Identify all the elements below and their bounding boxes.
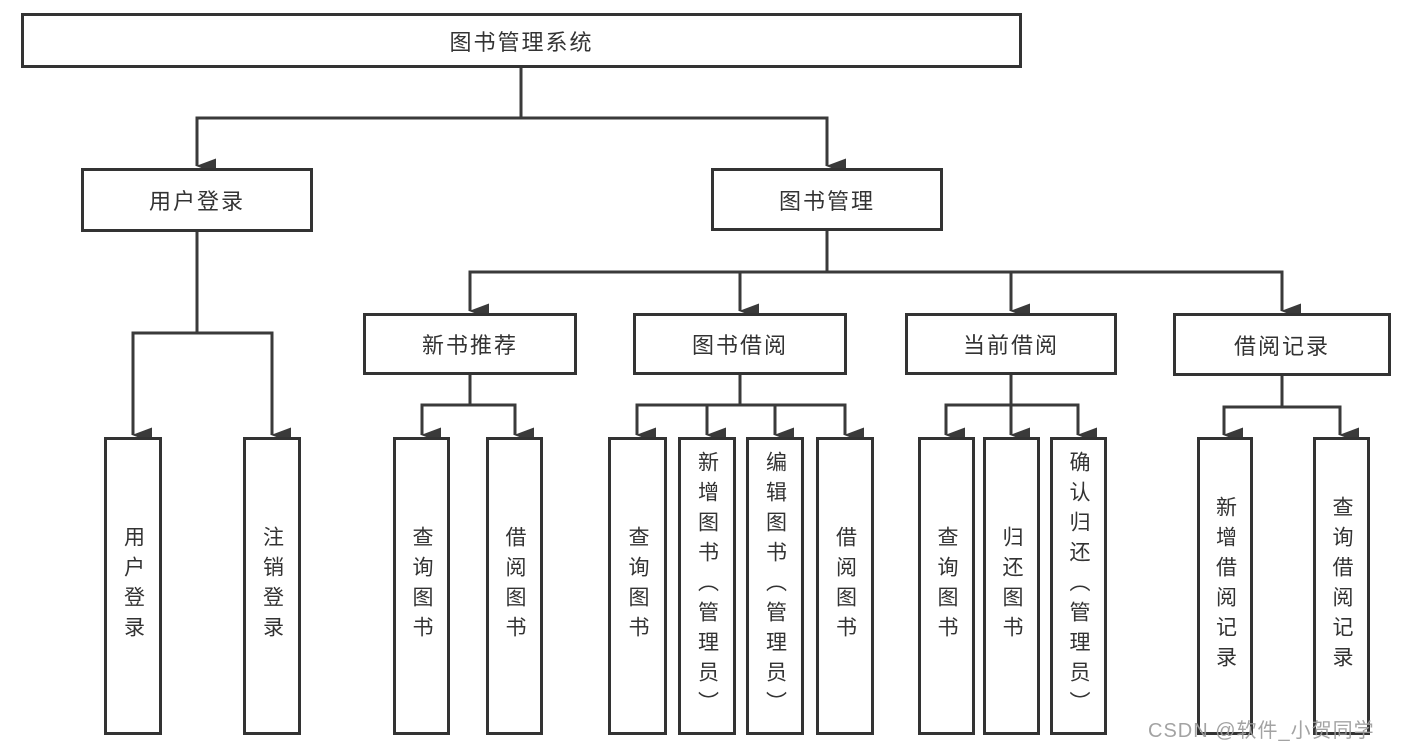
leaf-user-login: 用户登录 — [104, 437, 162, 735]
leaf-add-borrow-record-label: 新增借阅记录 — [1213, 496, 1237, 676]
node-book-borrowing: 图书借阅 — [633, 313, 847, 375]
leaf-query-borrow-record-label: 查询借阅记录 — [1330, 496, 1353, 676]
leaf-logout-label: 注销登录 — [260, 526, 284, 646]
leaf-borrow-books-label: 借阅图书 — [833, 526, 857, 646]
leaf-query-books-borrowing: 查询图书 — [608, 437, 667, 735]
node-new-book-recommend: 新书推荐 — [363, 313, 577, 375]
leaf-user-login-label: 用户登录 — [121, 526, 145, 646]
node-borrowing-records-label: 借阅记录 — [1233, 333, 1330, 359]
leaf-query-books-recommend: 查询图书 — [393, 437, 450, 735]
leaf-query-borrow-record: 查询借阅记录 — [1313, 437, 1370, 735]
leaf-return-books-label: 归还图书 — [1000, 526, 1023, 646]
leaf-query-books-current-label: 查询图书 — [935, 526, 958, 646]
node-current-borrowing-label: 当前借阅 — [962, 333, 1059, 358]
leaf-query-books-current: 查询图书 — [918, 437, 975, 735]
node-user-login-label: 用户登录 — [148, 189, 245, 214]
node-root: 图书管理系统 — [21, 13, 1022, 68]
node-book-management-label: 图书管理 — [778, 188, 875, 214]
leaf-borrow-books-recommend: 借阅图书 — [486, 437, 543, 735]
node-book-borrowing-label: 图书借阅 — [691, 333, 788, 358]
node-borrowing-records: 借阅记录 — [1173, 313, 1391, 376]
leaf-borrow-books: 借阅图书 — [816, 437, 874, 735]
leaf-confirm-return-admin-label: 确认归还（管理员） — [1067, 451, 1090, 721]
node-new-book-recommend-label: 新书推荐 — [421, 333, 518, 358]
leaf-logout: 注销登录 — [243, 437, 301, 735]
leaf-query-books-recommend-label: 查询图书 — [410, 526, 433, 646]
leaf-add-book-admin: 新增图书（管理员） — [678, 437, 736, 735]
leaf-edit-book-admin-label: 编辑图书（管理员） — [763, 451, 787, 721]
node-user-login: 用户登录 — [81, 168, 313, 232]
leaf-edit-book-admin: 编辑图书（管理员） — [746, 437, 804, 735]
watermark: CSDN @软件_小贺同学 — [1148, 720, 1375, 742]
node-current-borrowing: 当前借阅 — [905, 313, 1117, 375]
leaf-query-books-borrowing-label: 查询图书 — [626, 526, 649, 646]
leaf-add-book-admin-label: 新增图书（管理员） — [695, 451, 719, 721]
leaf-confirm-return-admin: 确认归还（管理员） — [1050, 437, 1107, 735]
node-book-management: 图书管理 — [711, 168, 943, 231]
leaf-add-borrow-record: 新增借阅记录 — [1197, 437, 1253, 735]
leaf-return-books: 归还图书 — [983, 437, 1040, 735]
node-root-label: 图书管理系统 — [449, 29, 594, 55]
leaf-borrow-books-recommend-label: 借阅图书 — [503, 526, 526, 646]
